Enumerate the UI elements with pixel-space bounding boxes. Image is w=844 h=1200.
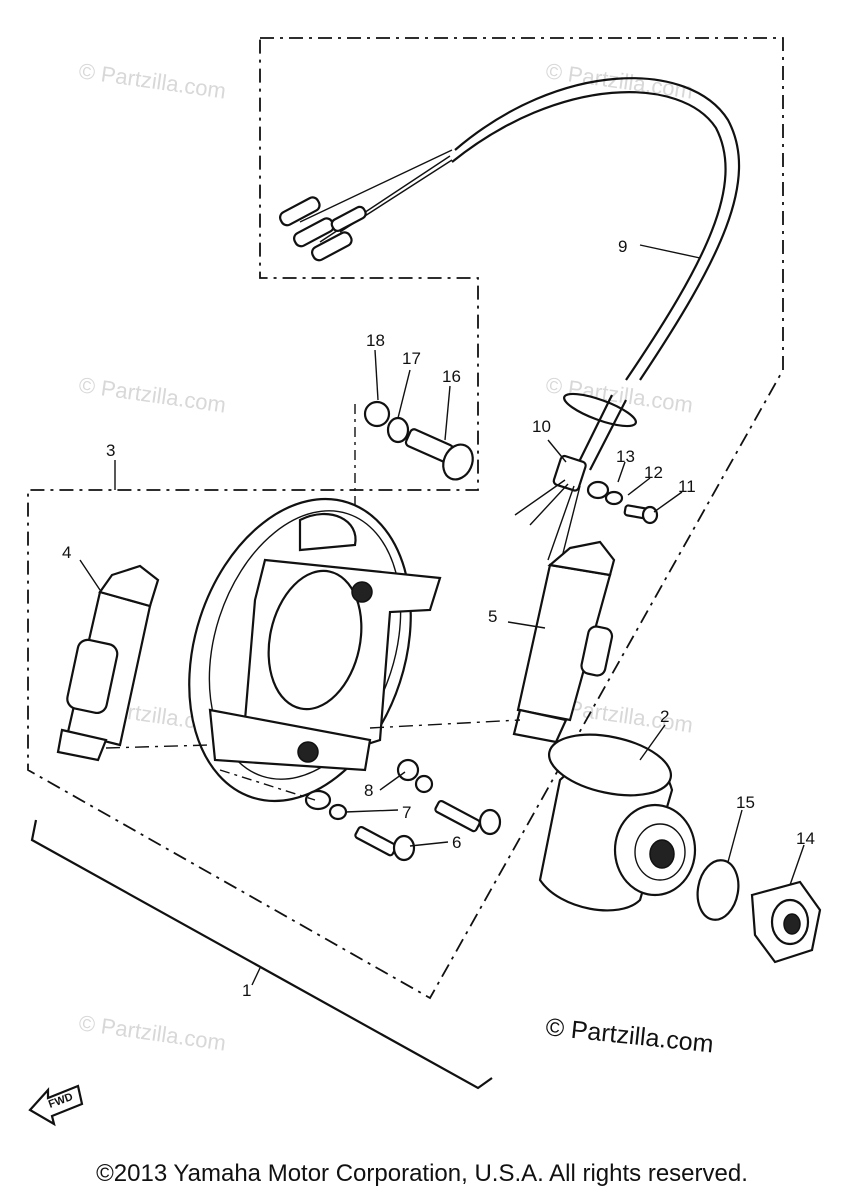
screw-6-assembly (219, 758, 502, 862)
screw-16-assembly (354, 400, 474, 520)
callout-16: 16 (442, 367, 461, 386)
coil-4 (56, 564, 211, 762)
rotor-2 (538, 733, 697, 912)
callout-12: 12 (644, 463, 663, 482)
callout-2: 2 (660, 707, 669, 726)
washer-15 (696, 859, 740, 921)
partzilla-watermark: © Partzilla.com (544, 1013, 714, 1058)
watermark-2: © Partzilla.com (544, 58, 694, 103)
callout-17: 17 (402, 349, 421, 368)
base-bracket-line (30, 819, 493, 1090)
callout-5: 5 (488, 607, 497, 626)
leader-lines (79, 244, 805, 986)
assembly-boundary (27, 37, 784, 1000)
callout-6: 6 (452, 833, 461, 852)
callout-7: 7 (402, 803, 411, 822)
callout-8: 8 (364, 781, 373, 800)
nut-14 (750, 880, 822, 964)
watermark-1: © Partzilla.com (77, 58, 227, 103)
coil-5 (369, 540, 616, 744)
screw-11-assembly (586, 480, 659, 525)
callout-13: 13 (616, 447, 635, 466)
callout-1: 1 (242, 981, 251, 1000)
stator-plate (188, 497, 442, 803)
callout-14: 14 (796, 829, 815, 848)
callout-numbers: 9 18 17 16 3 4 5 10 13 12 11 2 15 14 6 7… (62, 237, 815, 1000)
wiring-harness (279, 77, 741, 566)
callout-9: 9 (618, 237, 627, 256)
copyright-notice: ©2013 Yamaha Motor Corporation, U.S.A. A… (96, 1160, 748, 1187)
callout-18: 18 (366, 331, 385, 350)
fwd-arrow-icon: FWD (28, 1084, 84, 1127)
watermark-7: © Partzilla.com (77, 1010, 227, 1055)
callout-11: 11 (678, 477, 696, 496)
callout-10: 10 (532, 417, 551, 436)
callout-4: 4 (62, 543, 71, 562)
callout-3: 3 (106, 441, 115, 460)
callout-15: 15 (736, 793, 755, 812)
watermark-3: © Partzilla.com (77, 372, 227, 417)
